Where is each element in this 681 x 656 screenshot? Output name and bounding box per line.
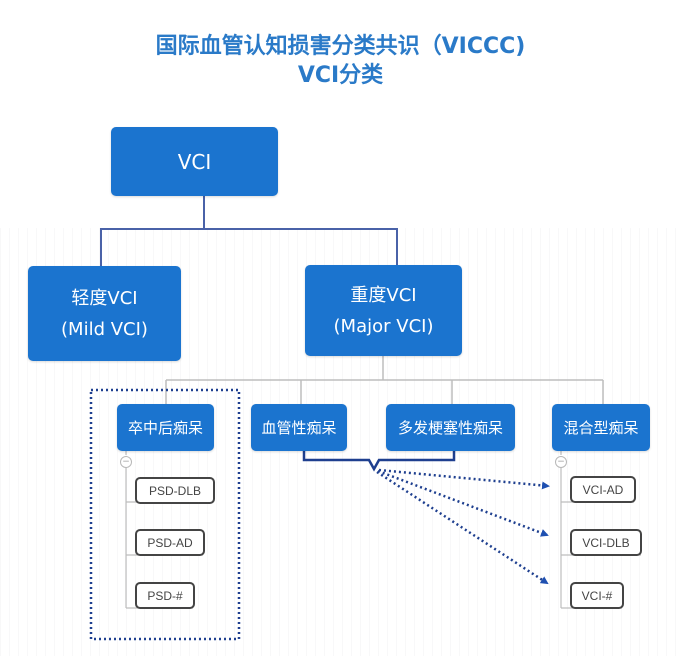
node-label: 多发梗塞性痴呆 (397, 419, 503, 437)
leaf-label: VCI-# (581, 588, 613, 603)
leaf-label: PSD-# (147, 588, 183, 603)
leaf-label: VCI-DLB (582, 535, 630, 550)
leaf-vci-ad[interactable]: VCI-AD (570, 476, 636, 503)
node-mixed-dementia[interactable]: 混合型痴呆 (552, 404, 650, 451)
node-label: VCI (177, 149, 212, 174)
arrow-to-vci-hash (376, 470, 549, 585)
leaf-vci-dlb[interactable]: VCI-DLB (570, 529, 642, 556)
leaf-vci-hash[interactable]: VCI-# (570, 582, 624, 609)
leaf-psd-ad[interactable]: PSD-AD (135, 529, 205, 556)
node-label: 混合型痴呆 (563, 419, 639, 437)
node-label: 轻度VCI (71, 287, 138, 309)
leaf-label: PSD-DLB (148, 483, 201, 498)
node-multi-infarct-dementia[interactable]: 多发梗塞性痴呆 (386, 404, 515, 451)
node-label: 卒中后痴呆 (127, 419, 203, 437)
collapse-minus-icon[interactable]: − (120, 456, 132, 468)
leaf-psd-hash[interactable]: PSD-# (135, 582, 195, 609)
node-vci-root[interactable]: VCI (111, 127, 278, 196)
node-sublabel: (Mild VCI) (61, 318, 148, 340)
node-post-stroke-dementia[interactable]: 卒中后痴呆 (117, 404, 214, 451)
mapping-arrows (376, 468, 550, 585)
node-mild-vci[interactable]: 轻度VCI (Mild VCI) (28, 266, 181, 361)
diagram-title: 国际血管认知损害分类共识（VICCC) (155, 34, 526, 59)
collapse-minus-icon[interactable]: − (555, 456, 567, 468)
arrow-to-vci-dlb (377, 469, 549, 537)
highlight-dotted-box (89, 388, 241, 641)
node-label: 重度VCI (350, 284, 417, 306)
node-major-vci[interactable]: 重度VCI (Major VCI) (305, 265, 462, 356)
diagram-subtitle: VCI分类 (297, 63, 384, 88)
leaf-label: PSD-AD (147, 535, 193, 550)
node-vascular-dementia[interactable]: 血管性痴呆 (251, 404, 347, 451)
leaf-psd-dlb[interactable]: PSD-DLB (135, 477, 215, 504)
node-label: 血管性痴呆 (261, 419, 337, 437)
node-sublabel: (Major VCI) (333, 315, 434, 337)
major-connector (165, 356, 604, 404)
arrow-to-vci-ad (378, 468, 550, 490)
leaf-label: VCI-AD (582, 482, 624, 497)
root-connector (100, 196, 398, 266)
grouping-bracket (302, 451, 456, 472)
